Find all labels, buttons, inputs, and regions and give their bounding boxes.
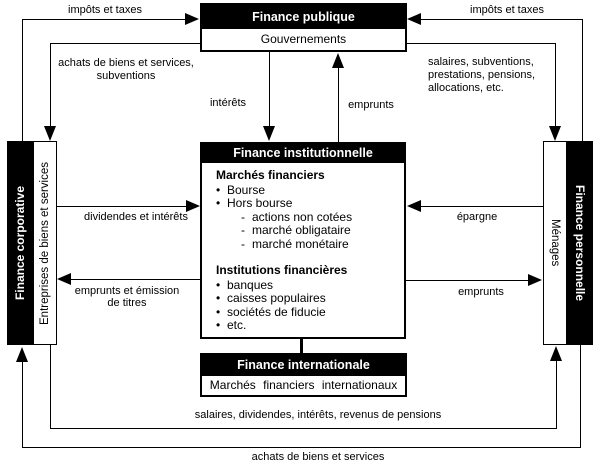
label-emprunts-menages: emprunts [458, 286, 504, 298]
marches-financiers-heading: Marchés financiers [216, 168, 325, 182]
bullet-marker: • [216, 304, 221, 319]
box-finance-publique-title: Finance publique [202, 5, 405, 29]
list-item: • etc. [216, 318, 400, 333]
line-emprunts-emission-horizontal [71, 279, 201, 280]
label-achats-biens-services: achats de biens et services [251, 451, 385, 463]
arrowhead-interets [263, 126, 275, 141]
label-emprunts-gouvernements: emprunts [348, 99, 394, 111]
box-finance-personnelle-title: Finance personnelle [573, 184, 587, 302]
box-finance-institutionnelle: Finance institutionnelle Marchés financi… [200, 142, 406, 339]
list-item: • Bourse [216, 182, 400, 198]
label-salaires-etc: salaires, subventions, prestations, pens… [428, 56, 568, 95]
label-interets: intérêts [209, 97, 247, 109]
box-menages-label: Ménages [549, 219, 561, 267]
label-salaires-etc-line2: prestations, pensions, [428, 69, 536, 81]
arrowhead-impots-right [407, 13, 421, 25]
label-salaires-etc-line1: salaires, subventions, [428, 56, 534, 68]
line-salaires-etc-vertical [555, 43, 556, 126]
arrowhead-salaires-bottom [550, 346, 562, 361]
box-finance-corporative: Finance corporative [7, 141, 33, 345]
list-item-label: actions non cotées [252, 209, 353, 224]
line-salaires-bottom-vertical-left [50, 345, 51, 428]
list-item-label: sociétés de fiducie [227, 304, 326, 319]
line-salaires-bottom-horizontal [50, 428, 557, 429]
list-item-label: Bourse [227, 182, 266, 197]
box-menages: Ménages [543, 141, 567, 345]
bullet-marker: • [216, 291, 221, 305]
label-achats-subventions-line1: achats de biens et services, [58, 57, 194, 69]
line-achats-bottom-vertical-right [580, 345, 581, 447]
line-epargne-horizontal [421, 206, 543, 207]
dash-marker: - [241, 209, 245, 224]
box-finance-internationale: Finance internationale Marchés financier… [200, 353, 407, 397]
line-impots-right-horizontal [421, 19, 583, 20]
marches-internationaux-label: Marchés financiers internationaux [202, 376, 405, 395]
list-item: • sociétés de fiducie [216, 304, 400, 320]
list-item-label: Hors bourse [227, 196, 293, 210]
label-salaires-etc-line3: allocations, etc. [428, 82, 504, 94]
label-emprunts-emission: emprunts et émission de titres [47, 285, 207, 309]
box-entreprises: Entreprises de biens et services [33, 141, 57, 345]
box-gouvernements-label: Gouvernements [202, 29, 405, 50]
label-achats-subventions: achats de biens et services, subventions [36, 57, 216, 83]
box-finance-internationale-title: Finance internationale [202, 355, 405, 376]
label-emprunts-emission-line1: emprunts et émission [74, 285, 180, 297]
list-item: • Hors bourse [216, 196, 400, 211]
list-item: - actions non cotées [241, 209, 400, 225]
label-epargne: épargne [456, 211, 498, 223]
list-item-label: marché obligataire [252, 223, 351, 237]
list-item: • banques [216, 277, 400, 293]
arrowhead-emprunts-menages [528, 274, 542, 286]
connector-institutionnelle-internationale [300, 338, 303, 353]
bullet-marker: • [216, 318, 221, 332]
dash-marker: - [241, 236, 245, 251]
arrowhead-achats-bottom [16, 347, 28, 362]
list-item: - marché obligataire [241, 223, 400, 238]
box-finance-institutionnelle-title: Finance institutionnelle [202, 144, 404, 163]
arrowhead-salaires-etc [549, 126, 561, 141]
box-finance-corporative-title: Finance corporative [13, 185, 27, 301]
line-achats-bottom-horizontal [22, 447, 581, 448]
label-salaires-dividendes-pensions: salaires, dividendes, intérêts, revenus … [194, 409, 442, 421]
label-emprunts-emission-line2: de titres [107, 297, 147, 309]
line-impots-left-vertical [22, 19, 23, 141]
line-salaires-etc-horizontal [407, 43, 556, 44]
arrowhead-impots-left [185, 13, 199, 25]
arrowhead-dividendes [186, 200, 200, 212]
line-achats-subventions-horizontal [50, 43, 200, 44]
finance-institutionnelle-content: Marchés financiers • Bourse • Hors bours… [202, 163, 404, 333]
line-impots-right-vertical [582, 19, 583, 141]
arrowhead-emprunts-gouv [332, 53, 344, 68]
list-item-label: banques [227, 277, 274, 292]
label-achats-subventions-line2: subventions [96, 70, 156, 82]
line-dividendes-horizontal [57, 206, 186, 207]
label-impots-taxes-left: impôts et taxes [68, 4, 142, 16]
box-finance-personnelle: Finance personnelle [567, 141, 593, 345]
list-item: • caisses populaires [216, 291, 400, 306]
line-emprunts-gouv-vertical [338, 68, 339, 142]
arrowhead-emprunts-emission [57, 273, 71, 285]
list-item-label: marché monétaire [252, 236, 349, 251]
label-impots-taxes-right: impôts et taxes [470, 4, 544, 16]
label-dividendes-interets: dividendes et intérêts [84, 211, 188, 223]
line-emprunts-menages-horizontal [406, 280, 528, 281]
list-item-label: etc. [227, 318, 247, 332]
arrowhead-epargne [407, 200, 421, 212]
box-finance-publique: Finance publique Gouvernements [200, 3, 407, 52]
line-achats-subventions-vertical [50, 43, 51, 126]
line-interets-vertical [269, 52, 270, 126]
institutions-financieres-heading: Institutions financières [216, 263, 348, 277]
line-achats-bottom-vertical-left [22, 362, 23, 447]
list-item: - marché monétaire [241, 236, 400, 252]
dash-marker: - [241, 223, 245, 237]
bullet-marker: • [216, 182, 221, 197]
list-item-label: caisses populaires [227, 291, 326, 305]
line-salaires-bottom-vertical-right [556, 361, 557, 428]
bullet-marker: • [216, 196, 221, 210]
arrowhead-achats-subventions [44, 126, 56, 141]
bullet-marker: • [216, 277, 221, 292]
line-impots-left-horizontal [22, 19, 186, 20]
